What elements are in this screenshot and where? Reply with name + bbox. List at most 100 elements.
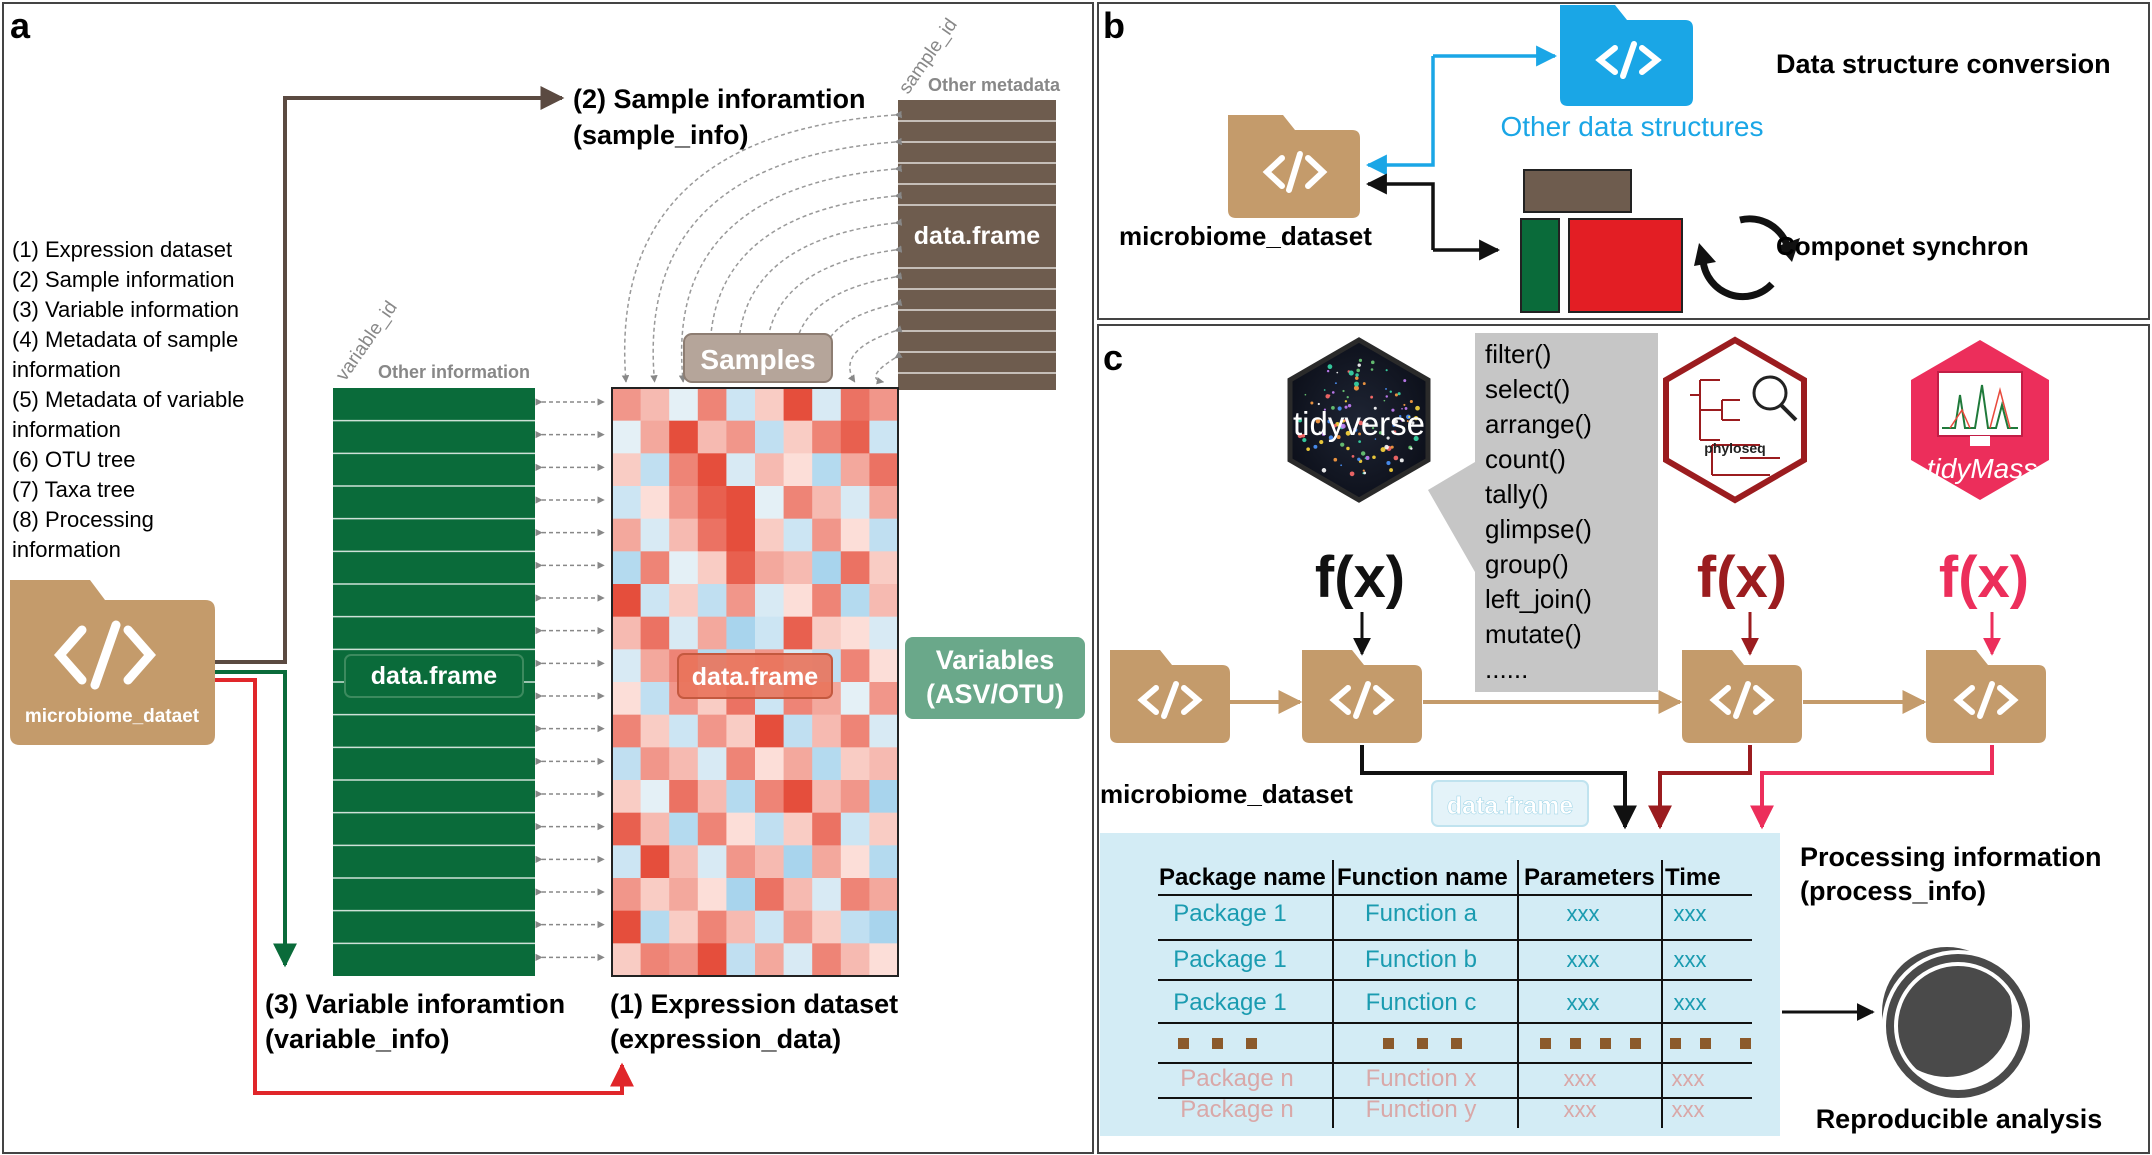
heatmap-cell	[783, 616, 813, 650]
panel-b-letter: b	[1103, 5, 1125, 46]
heatmap-cell	[612, 486, 642, 520]
table-row: Package 1 Function c xxx xxx	[1173, 989, 1706, 1016]
heatmap-cell	[869, 388, 899, 422]
arrow-to-process-info	[1360, 745, 1637, 830]
heatmap-cell	[783, 420, 813, 454]
function-item: tally()	[1485, 479, 1549, 509]
heatmap-cell	[840, 714, 870, 748]
heatmap-cell	[840, 453, 870, 487]
function-item: count()	[1485, 444, 1566, 474]
data-frame-badge	[1431, 780, 1589, 827]
heatmap-cell	[640, 420, 670, 454]
heatmap-cell	[755, 845, 785, 879]
function-item: ......	[1485, 654, 1528, 684]
table-cell: Package n	[1180, 1065, 1293, 1092]
heatmap-cell	[612, 943, 642, 977]
table-cell: xxx	[1564, 1066, 1597, 1091]
heatmap-cell	[869, 780, 899, 814]
heatmap-cell	[869, 682, 899, 716]
heatmap-cell	[812, 453, 842, 487]
expression-data-subtitle: (expression_data)	[610, 1024, 841, 1054]
heatmap-cell	[612, 878, 642, 912]
heatmap-cell	[697, 453, 727, 487]
data-structure-conversion-title: Data structure conversion	[1776, 49, 2111, 79]
data-frame-label: data.frame	[1447, 792, 1574, 820]
list-item: (7) Taxa tree	[12, 477, 135, 502]
heatmap-cell	[840, 518, 870, 552]
ellipsis-dot	[1700, 1038, 1711, 1049]
table-row: Package n Function y xxx xxx	[1180, 1096, 1704, 1123]
table-cell: Function b	[1365, 946, 1477, 973]
heatmap-cell	[840, 649, 870, 683]
table-cell: Function c	[1366, 989, 1477, 1016]
heatmap-cell	[755, 388, 785, 422]
heatmap-cell	[640, 812, 670, 846]
heatmap-cell	[812, 878, 842, 912]
list-item: information	[12, 417, 121, 442]
sync-icon	[1694, 215, 1800, 301]
heatmap-cell	[869, 453, 899, 487]
variables-label: (ASV/OTU)	[926, 679, 1064, 709]
heatmap-cell	[840, 420, 870, 454]
heatmap-cell	[755, 812, 785, 846]
table-cell: xxx	[1674, 990, 1707, 1015]
panel-c-letter: c	[1103, 337, 1123, 378]
table-cell: xxx	[1674, 947, 1707, 972]
heatmap-cell	[726, 714, 756, 748]
heatmap-cell	[783, 714, 813, 748]
list-item: (2) Sample information	[12, 267, 235, 292]
heatmap-cell	[697, 845, 727, 879]
heatmap-cell	[612, 649, 642, 683]
heatmap-cell	[697, 486, 727, 520]
phyloseq-label: phyloseq	[1704, 440, 1765, 456]
folder-icon	[1682, 650, 1802, 743]
heatmap-cell	[612, 584, 642, 618]
list-item: (4) Metadata of sample	[12, 327, 238, 352]
heatmap-cell	[755, 747, 785, 781]
data-frame-label: data.frame	[692, 663, 819, 691]
heatmap-cell	[726, 747, 756, 781]
table-cell: xxx	[1567, 901, 1600, 926]
heatmap-cell	[669, 420, 699, 454]
pipeline-folders	[1110, 650, 2046, 743]
tidymass-label: tidyMass	[1927, 453, 2037, 484]
heatmap-cell	[783, 388, 813, 422]
heatmap-cell	[755, 714, 785, 748]
table-header: Time	[1665, 864, 1721, 891]
heatmap-cell	[697, 812, 727, 846]
data-frame-badge	[898, 218, 1056, 256]
heatmap-cell	[869, 551, 899, 585]
heatmap-cell	[669, 943, 699, 977]
heatmap-cell	[697, 388, 727, 422]
table-row: Package 1 Function b xxx xxx	[1173, 946, 1706, 973]
heatmap-cell	[612, 551, 642, 585]
heatmap-cell	[783, 518, 813, 552]
heatmap-cell	[640, 682, 670, 716]
function-item: left_join()	[1485, 584, 1592, 614]
heatmap-cell	[755, 780, 785, 814]
list-item: information	[12, 357, 121, 382]
heatmap-cell	[840, 812, 870, 846]
table-row: Package n Function x xxx xxx	[1180, 1065, 1704, 1092]
heatmap-cell	[755, 486, 785, 520]
function-list-callout	[1428, 333, 1658, 692]
heatmap-cell	[812, 616, 842, 650]
heatmap-cell	[783, 943, 813, 977]
heatmap-cell	[869, 943, 899, 977]
heatmap-cell	[697, 584, 727, 618]
heatmap-cell	[840, 910, 870, 944]
heatmap-cell	[840, 747, 870, 781]
reproducible-label: Reproducible analysis	[1816, 1104, 2103, 1134]
table-cell: xxx	[1672, 1066, 1705, 1091]
function-list: filter() select() arrange() count() tall…	[1485, 339, 1592, 684]
heatmap-cell	[612, 682, 642, 716]
heatmap-cell	[697, 518, 727, 552]
heatmap-cell	[783, 910, 813, 944]
function-item: arrange()	[1485, 409, 1592, 439]
heatmap-cell	[812, 388, 842, 422]
heatmap-cell	[697, 943, 727, 977]
table-cell: xxx	[1567, 990, 1600, 1015]
function-item: mutate()	[1485, 619, 1582, 649]
heatmap-cell	[869, 910, 899, 944]
ellipsis-dot	[1246, 1038, 1257, 1049]
